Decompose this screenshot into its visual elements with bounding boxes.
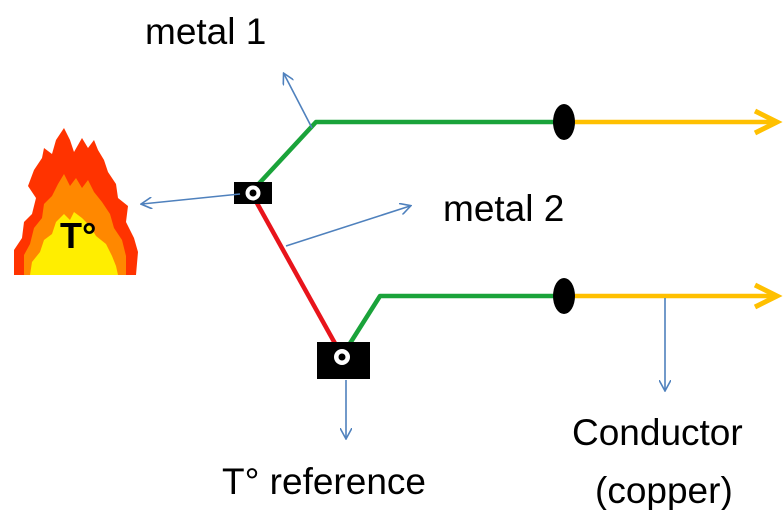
- metal1-label: metal 1: [145, 11, 266, 52]
- metal2-label: metal 2: [443, 188, 564, 229]
- junction-icon: [234, 182, 272, 204]
- connection-point-bottom: [553, 278, 575, 314]
- pointer-metal2: [285, 206, 410, 247]
- conductor-material-label: (copper): [595, 470, 733, 510]
- metal1-wire-bottom: [340, 293, 562, 358]
- pointer-heat-source: [142, 193, 241, 204]
- reference-label: T° reference: [222, 461, 426, 502]
- flame-icon: [14, 128, 138, 275]
- flame-inner: [30, 212, 118, 275]
- heat-source-label: T°: [60, 215, 96, 256]
- reference-junction-icon: [317, 342, 370, 379]
- pointer-metal1: [284, 74, 313, 129]
- metal2-wire: [251, 194, 344, 358]
- connection-point-top: [553, 104, 575, 140]
- metal1-wire-top: [251, 119, 562, 192]
- conductor-label: Conductor: [572, 412, 743, 453]
